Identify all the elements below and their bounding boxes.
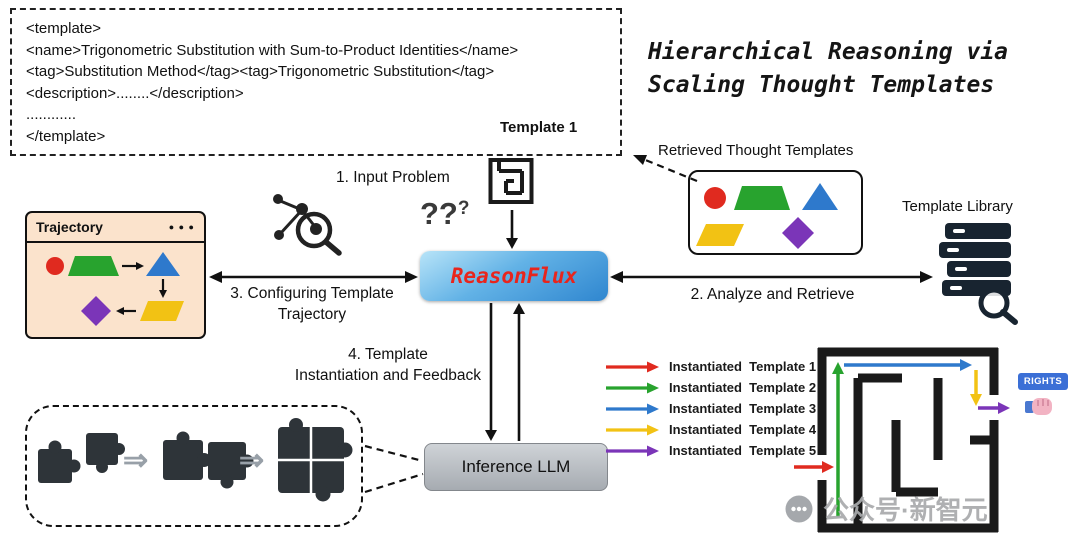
trajectory-preview xyxy=(46,252,184,326)
legend-label: Instantiated Template 3 xyxy=(669,401,817,416)
template-library-label: Template Library xyxy=(902,198,1013,215)
legend-label: Instantiated Template 1 xyxy=(669,359,817,374)
template-line: <template> xyxy=(26,20,102,37)
trajectory-title: Trajectory xyxy=(36,219,103,235)
rights-badge: RIGHTS xyxy=(1018,373,1068,390)
green-trapezoid-shape xyxy=(734,186,790,210)
legend-label: Instantiated Template 2 xyxy=(669,380,817,395)
reasonflux-node: ReasonFlux xyxy=(420,251,608,301)
yellow-parallelogram-shape xyxy=(696,224,744,246)
question-marks-icon: ?? ? xyxy=(420,196,469,232)
template-1-label: Template 1 xyxy=(500,119,578,136)
legend-label: Instantiated Template 5 xyxy=(669,443,817,458)
step-configure-trajectory-label: 3. Configuring Template Trajectory xyxy=(210,283,414,325)
flow-arrowhead xyxy=(136,262,144,270)
template-snippet-box: <template> <name>Trigonometric Substitut… xyxy=(10,8,622,156)
step-instantiation-feedback-label: 4. Template Instantiation and Feedback xyxy=(281,344,495,386)
watermark-text: 公众号·新智元 xyxy=(823,495,988,525)
legend-item: Instantiated Template 2 xyxy=(604,377,816,398)
instantiated-template-arrow xyxy=(606,403,659,414)
purple-diamond-shape xyxy=(782,217,814,249)
step-instantiate-line2: Instantiation and Feedback xyxy=(294,367,482,384)
instantiated-templates-legend: Instantiated Template 1 Instantiated Tem… xyxy=(604,356,816,461)
retrieved-templates-box xyxy=(688,170,863,255)
legend-item: Instantiated Template 3 xyxy=(604,398,816,419)
analyze-retrieve-arrow xyxy=(610,271,933,283)
step-input-problem-label: 1. Input Problem xyxy=(336,169,450,186)
graph-magnifier-icon xyxy=(273,194,342,256)
red-circle-shape xyxy=(704,187,726,209)
yellow-parallelogram-shape xyxy=(140,301,184,321)
retrieved-templates-label: Retrieved Thought Templates xyxy=(658,142,854,159)
puzzle-to-llm-dashed-lines xyxy=(364,444,424,494)
puzzle-progress-box: ⇒ ⇒ xyxy=(25,405,363,527)
input-problem-arrow xyxy=(506,210,518,249)
template-line: <description>........</description> xyxy=(26,84,244,102)
feedback-up-arrow xyxy=(513,303,525,441)
question-mark-small: ? xyxy=(457,198,470,219)
watermark: 公众号·新智元 xyxy=(784,490,988,527)
legend-item: Instantiated Template 5 xyxy=(604,440,816,461)
template-line: </template> xyxy=(26,127,106,145)
legend-item: Instantiated Template 4 xyxy=(604,419,816,440)
puzzle-step-arrow: ⇒ xyxy=(239,444,265,477)
question-marks-large: ?? xyxy=(420,196,458,231)
purple-diamond-shape xyxy=(81,296,111,326)
puzzle-pieces-illustration xyxy=(38,418,353,502)
legend-label: Instantiated Template 4 xyxy=(669,422,817,437)
step-instantiate-line1: 4. Template xyxy=(348,346,428,363)
maze-yellow-path-arrow xyxy=(970,370,982,406)
step-configure-line2: Trajectory xyxy=(277,306,347,323)
green-trapezoid-shape xyxy=(68,256,119,276)
figure-title-line1: Hierarchical Reasoning via xyxy=(648,39,1009,65)
configure-trajectory-arrow xyxy=(209,271,418,283)
template-line: ............ xyxy=(26,106,77,123)
inference-llm-node: Inference LLM xyxy=(424,443,608,491)
maze-red-path-arrow xyxy=(794,461,834,473)
puzzle-step-arrow: ⇒ xyxy=(123,444,149,477)
template-line: <tag>Substitution Method</tag><tag>Trigo… xyxy=(26,63,495,80)
flow-arrowhead xyxy=(159,290,167,298)
trajectory-window: Trajectory ● ● ● xyxy=(25,211,206,339)
step-analyze-retrieve-label: 2. Analyze and Retrieve xyxy=(690,286,855,303)
flow-arrowhead xyxy=(116,307,124,315)
maze-blue-path-arrow xyxy=(844,359,972,371)
template-line: <name>Trigonometric Substitution with Su… xyxy=(26,41,519,59)
maze-purple-path-arrow xyxy=(978,402,1010,414)
figure-title-line2: Scaling Thought Templates xyxy=(648,72,995,98)
trajectory-window-titlebar: Trajectory ● ● ● xyxy=(27,213,204,243)
retrieved-templates-shapes xyxy=(696,183,838,249)
instantiated-template-arrow xyxy=(606,424,659,435)
blue-triangle-shape xyxy=(802,183,838,210)
instantiated-template-arrow xyxy=(606,361,659,372)
instantiated-template-arrow xyxy=(606,445,659,456)
blue-triangle-shape xyxy=(146,252,180,276)
window-dots-icon: ● ● ● xyxy=(168,222,195,232)
fist-hand-icon xyxy=(1025,398,1052,415)
figure-title: Hierarchical Reasoning via Scaling Thoug… xyxy=(648,36,1008,102)
step-configure-line1: 3. Configuring Template xyxy=(230,285,394,302)
book-stack-icon xyxy=(939,223,1018,325)
problem-maze-icon xyxy=(488,158,534,204)
watermark-logo-icon xyxy=(785,495,813,522)
instantiated-template-arrow xyxy=(606,382,659,393)
legend-item: Instantiated Template 1 xyxy=(604,356,816,377)
red-circle-shape xyxy=(46,257,64,275)
